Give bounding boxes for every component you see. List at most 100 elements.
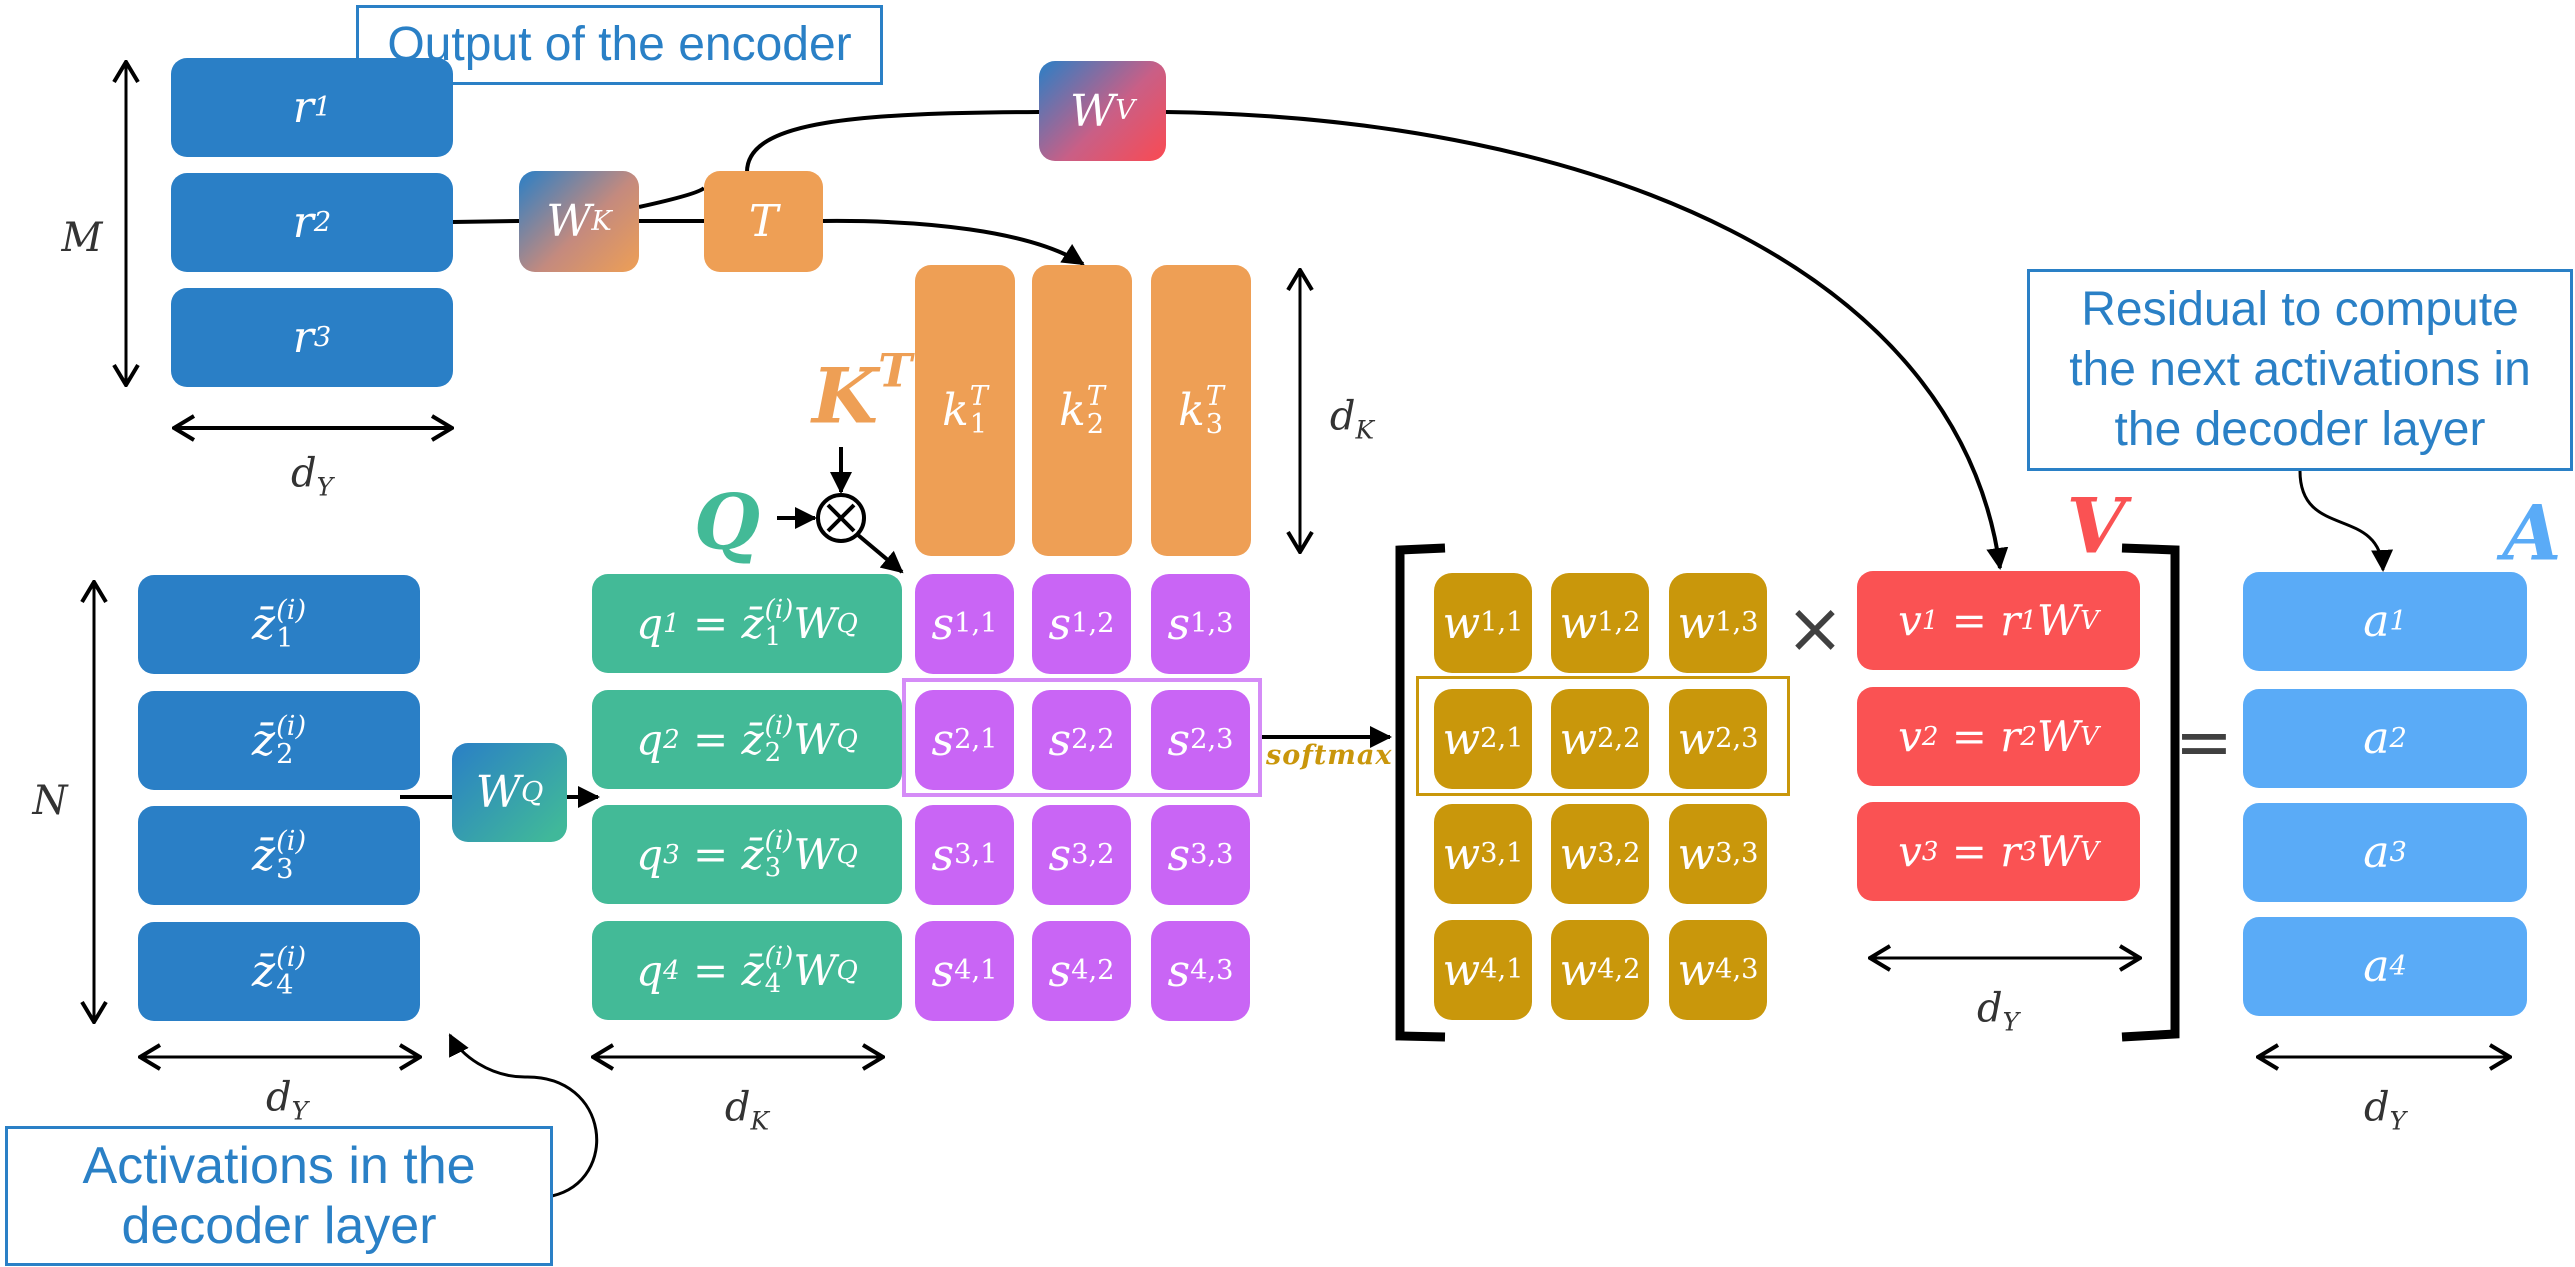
label-dY-outputs: dY	[2364, 1085, 2406, 1136]
dim-symbol: d	[1977, 985, 2003, 1032]
transpose-operation: T	[704, 171, 823, 272]
equals: =	[1938, 596, 2001, 645]
equals-sign: =	[2174, 701, 2234, 783]
activation-index: 3	[276, 853, 294, 885]
connector-t-keys	[822, 218, 1085, 266]
activation-index: 4	[764, 968, 782, 999]
activation-symbol: z̄	[251, 946, 276, 997]
connector-t-wv	[745, 110, 1040, 173]
output-symbol: a	[2363, 596, 2390, 647]
dim-symbol: d	[291, 450, 317, 497]
residual-callout-line: the decoder layer	[2114, 403, 2486, 456]
key-sup: T	[1205, 381, 1224, 413]
weight-symbol: w	[1442, 713, 1481, 765]
weight-symbol: w	[1442, 597, 1481, 649]
value-symbol: v	[1898, 712, 1922, 761]
row-symbol: r	[292, 312, 314, 363]
weight-symbol: w	[1442, 944, 1481, 996]
activation-symbol: z̄	[251, 830, 276, 881]
row-symbol: r	[292, 82, 314, 133]
dim-index: Y	[2002, 1007, 2019, 1037]
activation-index: 3	[764, 852, 782, 883]
label-A: A	[2502, 488, 2562, 578]
decoder-activations-callout: Activations in the decoder layer	[5, 1126, 553, 1266]
key-symbol: k	[1059, 385, 1086, 436]
activation-sup: (i)	[764, 826, 794, 857]
equals: =	[1938, 827, 2001, 876]
equals: =	[679, 715, 742, 764]
dim-symbol: d	[266, 1074, 292, 1121]
label-N: N	[32, 778, 68, 824]
query-symbol: q	[636, 599, 664, 648]
weight-symbol: w	[1677, 828, 1716, 880]
dim-index: K	[750, 1106, 770, 1136]
connector-wk-wv	[638, 186, 706, 209]
weight-symbol: w	[1559, 944, 1598, 996]
score-row-highlight	[902, 678, 1262, 797]
activation-sup: (i)	[276, 711, 307, 743]
activation-symbol: z̄	[741, 830, 764, 879]
label-dY-values: dY	[1977, 986, 2019, 1037]
matmul-operator-icon	[816, 493, 866, 543]
activation-symbol: z̄	[741, 715, 764, 764]
connector-r2-wk	[452, 219, 520, 224]
score-symbol: s	[1048, 945, 1072, 997]
dim-symbol: d	[1329, 393, 1356, 440]
weight-symbol: W	[793, 830, 837, 879]
value-symbol: v	[1898, 827, 1922, 876]
weight-symbol: W	[475, 767, 521, 818]
output-symbol: a	[2363, 827, 2390, 878]
activation-symbol: z̄	[741, 599, 764, 648]
score-symbol: s	[931, 714, 955, 766]
dim-index: Y	[2389, 1106, 2406, 1136]
weight-symbol: W	[546, 196, 592, 247]
activation-sup: (i)	[276, 942, 307, 974]
matmul-x-mark	[826, 503, 856, 533]
activation-sup: (i)	[276, 595, 307, 627]
equals: =	[679, 830, 742, 879]
weight-symbol: W	[793, 599, 837, 648]
label-dY-encoder: dY	[291, 451, 333, 502]
decoder-activation-row: z̄(i)1	[138, 575, 420, 674]
score-symbol: s	[1048, 598, 1072, 650]
key-sup: T	[969, 381, 988, 413]
weight-symbol: w	[1442, 828, 1481, 880]
dim-index: Y	[291, 1096, 308, 1126]
score-symbol: s	[1167, 598, 1191, 650]
output-symbol: a	[2363, 941, 2390, 992]
key-index: 2	[1086, 408, 1105, 440]
dim-index: Y	[316, 472, 333, 502]
softmax-label: softmax	[1266, 740, 1393, 771]
decoder-activations-callout-line: Activations in the	[82, 1137, 476, 1195]
arrow-matmul-to-scores	[856, 533, 904, 574]
score-symbol: s	[1167, 714, 1191, 766]
key-index: 1	[969, 408, 988, 440]
score-symbol: s	[931, 829, 955, 881]
equals: =	[679, 946, 742, 995]
